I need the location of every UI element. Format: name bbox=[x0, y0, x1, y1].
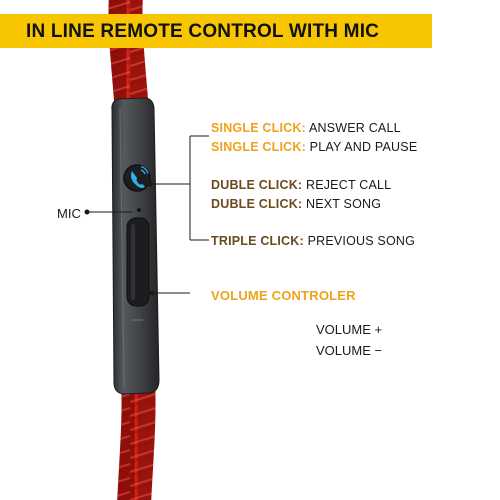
feature-row: SINGLE CLICK: ANSWER CALL bbox=[211, 121, 401, 135]
volume-down-label: VOLUME − bbox=[316, 343, 383, 358]
volume-rocker bbox=[126, 217, 150, 307]
feature-row: DUBLE CLICK: REJECT CALL bbox=[211, 178, 391, 192]
mic-pointer-dot bbox=[84, 209, 90, 215]
feature-action: SINGLE CLICK: bbox=[211, 121, 306, 135]
mic-label: MIC bbox=[57, 206, 81, 221]
feature-row: SINGLE CLICK: PLAY AND PAUSE bbox=[211, 140, 417, 154]
feature-result: ANSWER CALL bbox=[308, 121, 401, 135]
mic-hole-icon bbox=[137, 208, 141, 212]
phone-icon bbox=[131, 165, 149, 188]
title-banner bbox=[0, 14, 432, 48]
feature-result: PLAY AND PAUSE bbox=[309, 140, 418, 154]
feature-result: NEXT SONG bbox=[305, 197, 382, 211]
feature-result: REJECT CALL bbox=[305, 178, 392, 192]
call-pointer-dot bbox=[147, 181, 153, 187]
banner-title: IN LINE REMOTE CONTROL WITH MIC bbox=[26, 21, 380, 42]
pointer-lines bbox=[88, 135, 209, 294]
volume-title: VOLUME CONTROLER bbox=[211, 288, 356, 303]
feature-row: TRIPLE CLICK: PREVIOUS SONG bbox=[211, 234, 415, 248]
feature-action: DUBLE CLICK: bbox=[211, 178, 303, 192]
feature-result: PREVIOUS SONG bbox=[307, 234, 416, 248]
feature-action: DUBLE CLICK: bbox=[211, 197, 303, 211]
feature-action: TRIPLE CLICK: bbox=[211, 234, 304, 248]
feature-action: SINGLE CLICK: bbox=[211, 140, 306, 154]
cable-bottom bbox=[117, 379, 156, 500]
remote-body bbox=[111, 97, 160, 395]
feature-row: DUBLE CLICK: NEXT SONG bbox=[211, 197, 381, 211]
volume-pointer-dot bbox=[149, 290, 155, 296]
volume-up-label: VOLUME + bbox=[316, 322, 383, 337]
